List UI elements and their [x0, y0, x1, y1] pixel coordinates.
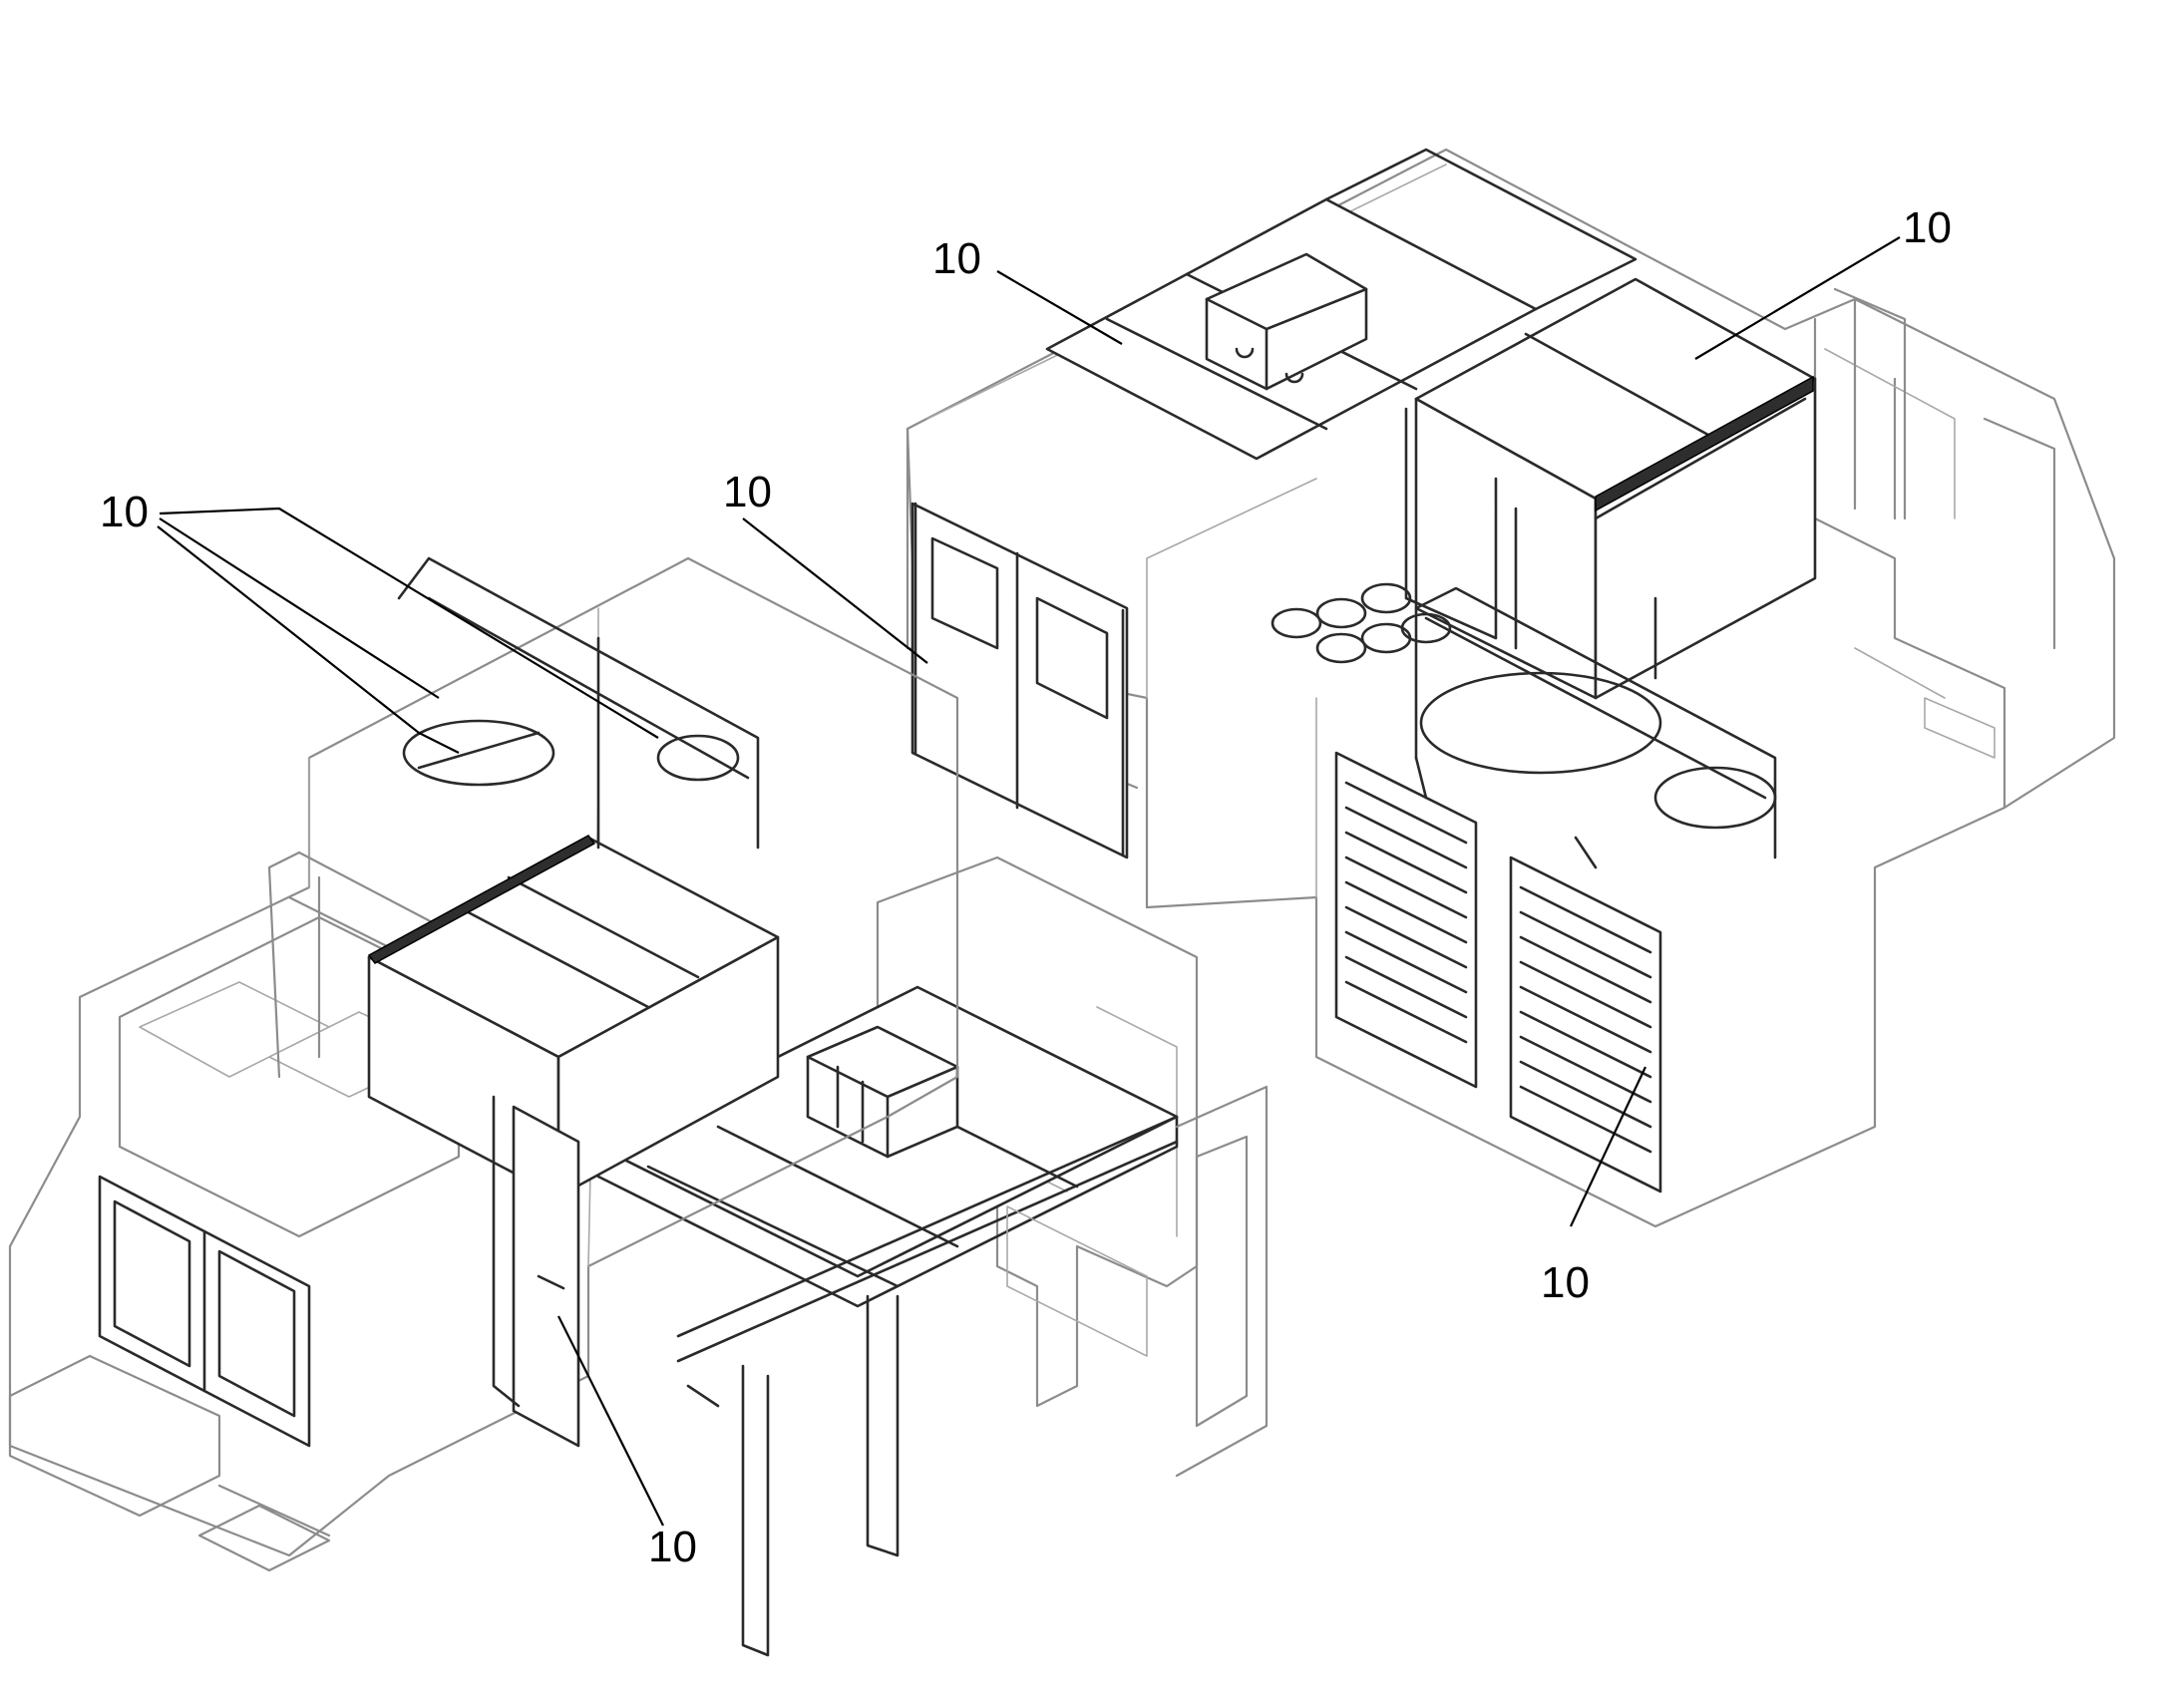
louvered-grille-right — [1509, 855, 1662, 1194]
callout-roof-hatches: 10 — [723, 468, 772, 516]
rear-car-body — [906, 148, 2116, 1228]
callout-top-right-cover: 10 — [932, 234, 981, 283]
louvered-grille-left — [1334, 751, 1478, 1089]
front-car-body — [8, 556, 1269, 1572]
side-door-panel — [910, 502, 1129, 859]
callout-top-left-cover: 10 — [100, 488, 149, 536]
middle-frame — [596, 855, 1199, 1657]
fan-cluster — [1271, 582, 1452, 664]
callout-front-side-panel: 10 — [648, 1523, 697, 1571]
front-side-panel — [512, 1105, 580, 1448]
leader-lines — [157, 236, 1901, 1527]
callout-side-door-panel: 10 — [1903, 203, 1952, 252]
callout-louvered-grille: 10 — [1541, 1258, 1590, 1307]
